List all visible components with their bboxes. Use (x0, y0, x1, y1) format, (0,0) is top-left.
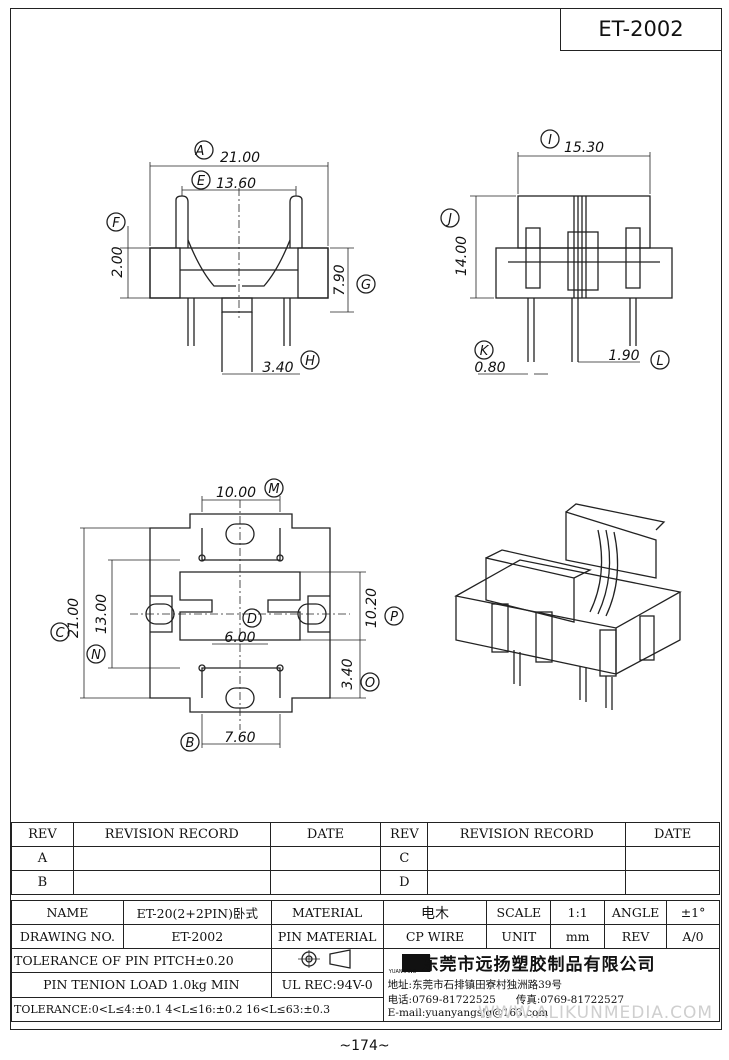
dim-value-n: 13.00 (94, 594, 110, 634)
dim-label-m: M (268, 482, 279, 497)
front-view (106, 140, 376, 375)
material-label: MATERIAL (270, 900, 384, 925)
dim-label-a: A (195, 144, 205, 159)
record-cell (72, 846, 271, 871)
dim-label-l: L (656, 354, 663, 369)
pin-tension: PIN TENION LOAD 1.0kg MIN (11, 972, 272, 998)
pin-material-label: PIN MATERIAL (270, 924, 384, 949)
record-cell (72, 870, 271, 895)
part-number: ET-2002 (598, 17, 684, 41)
drawing-no-label: DRAWING NO. (11, 924, 124, 949)
date-header-2: DATE (625, 822, 720, 847)
name-value: ET-20(2+2PIN)卧式 (122, 900, 272, 925)
pin-material-value: CP WIRE (382, 924, 488, 949)
angle-value: ±1° (666, 900, 720, 925)
drawing-no-value: ET-2002 (122, 924, 272, 949)
dim-value-f: 2.00 (110, 246, 126, 277)
dim-label-i: I (548, 133, 552, 148)
company-address: 地址:东莞市石排镇田寮村独洲路39号 (387, 979, 562, 991)
rev-cell: D (380, 870, 429, 895)
dim-label-p: P (390, 610, 398, 625)
revision-header-row: REV REVISION RECORD DATE REV REVISION RE… (11, 822, 720, 847)
dim-value-i: 15.30 (564, 140, 604, 156)
dim-value-m: 10.00 (216, 485, 256, 501)
dim-label-e: E (197, 174, 206, 189)
symbol-cell (270, 947, 384, 974)
rev-header: REV (11, 822, 74, 847)
isometric-view (454, 503, 682, 710)
logo-text: YUANYANG (388, 969, 417, 975)
record-cell (427, 846, 627, 871)
page-number: ~174~ (339, 1038, 390, 1054)
side-view (440, 129, 673, 375)
bottom-view (50, 478, 404, 752)
date-cell (625, 870, 720, 895)
date-cell (625, 846, 720, 871)
dim-value-e: 13.60 (216, 176, 256, 192)
date-header: DATE (269, 822, 382, 847)
dim-value-p: 10.20 (364, 588, 380, 628)
dim-value-j: 14.00 (454, 236, 470, 276)
company-email: E-mail:yuanyangsjg@163.com (387, 1007, 549, 1019)
dim-value-d: 6.00 (224, 630, 255, 646)
rev-label: REV (604, 924, 668, 949)
table-row: B D (11, 870, 720, 895)
dim-value-g: 7.90 (332, 264, 348, 295)
revision-record-header-2: REVISION RECORD (427, 822, 627, 847)
watermark: WWW.ALIKUNMEDIA.COM (478, 1003, 714, 1023)
dim-label-k: K (480, 344, 490, 359)
record-cell (427, 870, 627, 895)
company-cell: YUANYANG 东莞市远扬塑胶制品有限公司 地址:东莞市石排镇田寮村独洲路39… (382, 948, 721, 1022)
company-name: 东莞市远扬塑胶制品有限公司 (421, 955, 656, 975)
dim-label-g: G (361, 278, 371, 293)
rev-cell: C (380, 846, 429, 871)
table-row: A C (11, 846, 720, 871)
dim-label-h: H (305, 354, 315, 369)
rev-cell: B (11, 870, 74, 895)
revision-record-header: REVISION RECORD (72, 822, 271, 847)
drawing-sheet (10, 8, 722, 1030)
dim-value-o: 3.40 (340, 658, 356, 689)
dim-value-k: 0.80 (474, 360, 505, 376)
dim-label-d: D (247, 612, 257, 627)
rev-cell: A (11, 846, 74, 871)
dim-label-o: O (365, 676, 375, 691)
date-cell (269, 846, 382, 871)
scale-label: SCALE (486, 900, 552, 925)
revision-table: REV REVISION RECORD DATE REV REVISION RE… (11, 822, 720, 895)
rev-value: A/0 (666, 924, 720, 949)
date-cell (269, 870, 382, 895)
scale-value: 1:1 (550, 900, 606, 925)
ul-rec: UL REC:94V-0 (270, 972, 384, 998)
dim-label-n: N (91, 648, 101, 663)
dim-label-j: J (445, 212, 452, 227)
part-number-box: ET-2002 (560, 8, 722, 51)
dim-value-b: 7.60 (224, 730, 255, 746)
company-fax: 传真:0769-81722527 (515, 994, 625, 1006)
tolerance-general: TOLERANCE:0<L≤4:±0.1 4<L≤16:±0.2 16<L≤63… (11, 996, 384, 1023)
dim-value-l: 1.90 (608, 348, 639, 364)
dim-label-c: C (55, 626, 65, 641)
material-value: 电木 (382, 900, 488, 925)
dim-label-f: F (112, 216, 120, 231)
angle-label: ANGLE (604, 900, 668, 925)
dim-value-c: 21.00 (66, 598, 82, 638)
company-phone: 电话:0769-81722525 (387, 994, 496, 1006)
dim-value-a: 21.00 (220, 150, 260, 166)
rev-header-2: REV (380, 822, 429, 847)
unit-value: mm (550, 924, 606, 949)
title-block: NAME ET-20(2+2PIN)卧式 MATERIAL 电木 SCALE 1… (11, 900, 721, 1023)
name-label: NAME (11, 900, 124, 925)
dim-label-b: B (186, 736, 195, 751)
dim-value-h: 3.40 (262, 360, 293, 376)
unit-label: UNIT (486, 924, 552, 949)
tolerance-pitch: TOLERANCE OF PIN PITCH±0.20 (11, 947, 272, 974)
